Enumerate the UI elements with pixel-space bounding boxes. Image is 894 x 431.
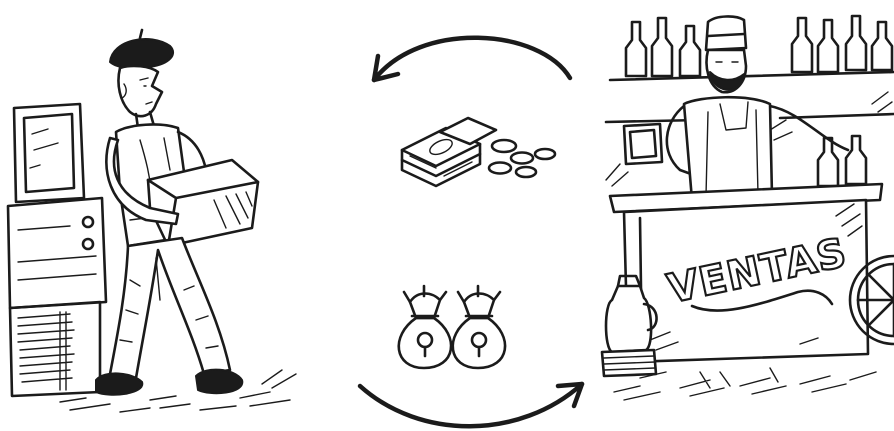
bottle-icon: [846, 16, 866, 70]
jug-body: [606, 286, 651, 352]
bottle-icon: [818, 20, 838, 72]
bag-body: [399, 318, 451, 368]
bottle-icon: [626, 22, 646, 76]
bottle-icon: [792, 18, 812, 72]
bag-neck: [464, 294, 494, 319]
worker-beret: [110, 39, 173, 68]
shopkeeper-apron: [684, 97, 772, 200]
bag-body: [453, 318, 505, 368]
machine-body: [8, 198, 106, 308]
money-bags: [399, 286, 505, 368]
payment-flow-arrow: [374, 38, 570, 80]
worker-pants: [110, 238, 230, 378]
machine-base-shading: [18, 312, 74, 390]
coin-icon: [489, 163, 511, 174]
bottom-arrow-shaft: [360, 384, 582, 426]
money-bills-and-coins: [402, 118, 555, 186]
worker-left-shoe: [96, 373, 142, 394]
top-arrow-shaft: [374, 38, 570, 80]
bottle-icon: [846, 136, 866, 184]
bag-neck: [410, 294, 440, 319]
goods-flow-arrow: [360, 384, 582, 426]
bottle-icon: [818, 138, 838, 186]
coin-icon: [535, 149, 555, 159]
worker-beret-nub: [140, 30, 142, 38]
worker-right-shoe: [196, 370, 242, 394]
money-bag-icon: [399, 286, 451, 368]
worker-head: [118, 66, 162, 116]
bottle-icon: [680, 26, 700, 76]
money-bag-icon: [453, 286, 505, 368]
bottle-icon: [652, 18, 672, 76]
bottle-icon: [872, 22, 892, 70]
shop-scene: VENTAS: [602, 16, 894, 400]
coin-icon: [511, 153, 533, 164]
coin-icon: [492, 140, 516, 152]
factory-machine: [8, 104, 106, 396]
coin-icon: [516, 167, 536, 177]
